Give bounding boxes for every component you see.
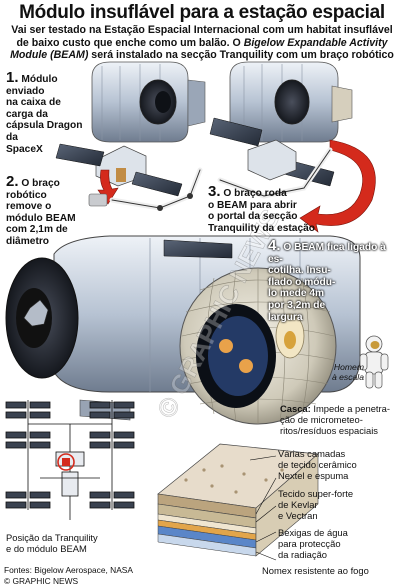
step-3-label: 3. O braço roda o BEAM para abrir o port… xyxy=(208,183,316,234)
step-2-label: 2. O braço robótico remove o módulo BEAM… xyxy=(6,173,76,247)
layer-label-casca: Casca: Impede a penetra- ção de micromet… xyxy=(280,403,390,436)
location-caption: Posição da Tranquility e do módulo BEAM xyxy=(6,532,98,554)
layer-label-nomex: Nomex resistente ao fogo xyxy=(262,565,369,576)
wall-layers-diagram xyxy=(157,443,319,561)
subtitle-tail: será instalado na secção Tranquility com… xyxy=(88,49,394,62)
station-module-view-2 xyxy=(209,61,376,233)
layer-label-kevlar: Tecido super-forte de Kevlar e Vectran xyxy=(278,488,354,521)
sources-credit: Fontes: Bigelow Aerospace, NASA xyxy=(4,565,133,575)
subtitle: Vai ser testado na Estação Espacial Inte… xyxy=(4,24,400,62)
astronaut-scale-figure xyxy=(359,335,389,389)
step-4-label: 4. O BEAM fica ligado à es- cotilha. Ins… xyxy=(268,237,386,323)
iss-location-map xyxy=(5,400,135,520)
subtitle-module-name: Bigelow Expandable Activity Module (BEAM… xyxy=(10,36,388,62)
subtitle-lead: Vai ser testado na Estação Espacial Inte… xyxy=(11,24,393,49)
layer-label-nextel: Várias camadas de tecido cerâmico Nextel… xyxy=(278,448,357,481)
station-module-view-1 xyxy=(55,61,206,211)
step-1-label: 1. Módulo enviado na caixa de carga da c… xyxy=(6,69,83,155)
astronaut-caption: Homem à escala xyxy=(331,362,364,382)
copyright: © GRAPHIC NEWS xyxy=(4,576,79,586)
page-title: Módulo insuflável para a estação espacia… xyxy=(19,2,385,23)
beam-cutaway xyxy=(5,235,361,425)
layer-label-water: Bexigas de água para protecção da radiaç… xyxy=(278,527,348,560)
